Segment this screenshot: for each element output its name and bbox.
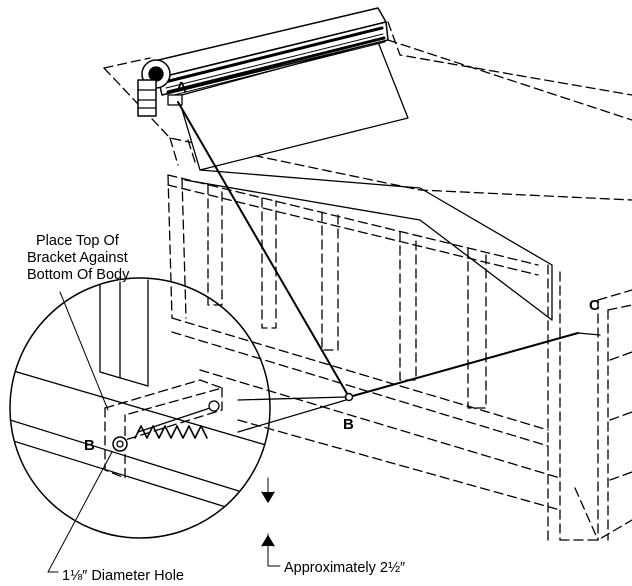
label-point-b: B	[343, 416, 354, 433]
label-point-c: C	[589, 297, 600, 314]
tension-cable	[177, 101, 601, 402]
bracket-note-line2: Bracket Against	[27, 250, 128, 266]
bracket-detail-circle	[9, 277, 271, 539]
dump-body-outline	[103, 21, 632, 541]
callout-leaders	[47, 291, 281, 573]
crank-bracket	[137, 59, 183, 117]
label-point-a: A	[176, 79, 187, 96]
bracket-note-line1: Place Top Of	[36, 233, 120, 249]
bracket-note-line3: Bottom Of Body	[27, 267, 130, 283]
detail-leader	[237, 396, 347, 433]
tarp	[177, 41, 553, 321]
hole-note: 1⅛″ Diameter Hole	[62, 568, 184, 584]
label-point-b-detail: B	[84, 437, 95, 454]
tarp-roller-housing	[149, 7, 389, 97]
distance-note: Approximately 2½″	[284, 560, 405, 576]
